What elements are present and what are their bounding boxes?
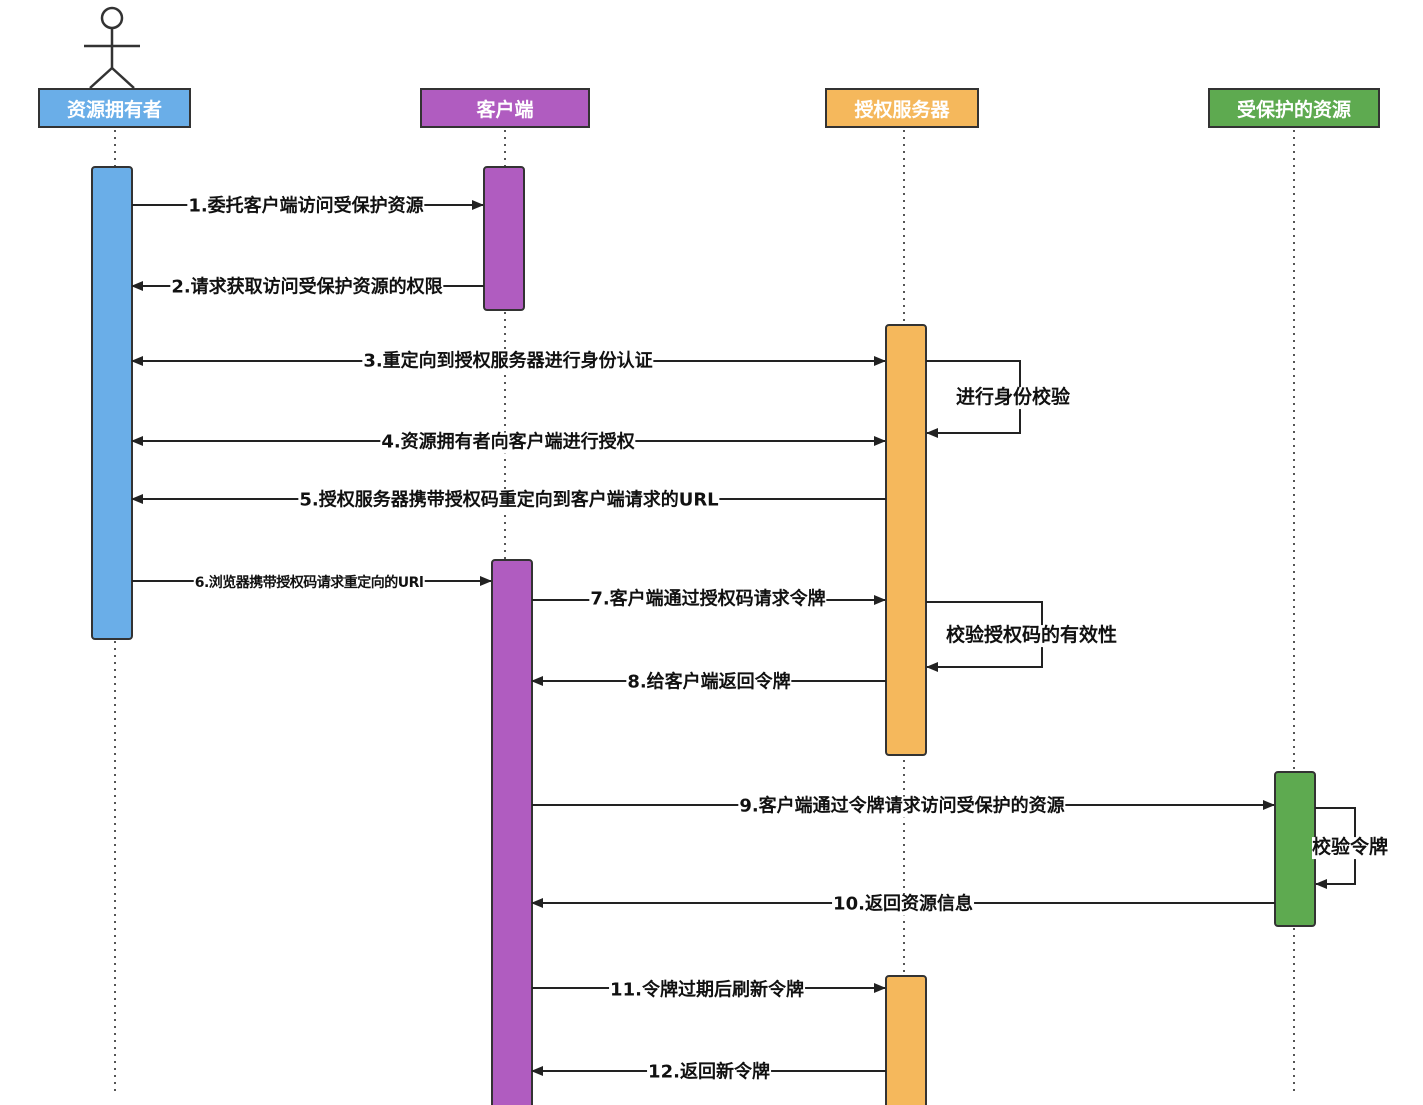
message-12-label: 12.返回新令牌	[647, 1061, 771, 1084]
message-11-label: 11.令牌过期后刷新令牌	[609, 979, 805, 1002]
message-1-label: 1.委托客户端访问受保护资源	[187, 195, 425, 218]
message-7-label: 7.客户端通过授权码请求令牌	[589, 588, 827, 611]
message-8-label: 8.给客户端返回令牌	[626, 671, 792, 694]
participant-authorization-server: 授权服务器	[825, 88, 979, 128]
activation-protected-resource	[1274, 771, 1316, 927]
activation-authorization-server-1	[885, 324, 927, 756]
message-10-label: 10.返回资源信息	[832, 893, 974, 916]
actor-figure-icon	[84, 6, 140, 89]
participant-client: 客户端	[420, 88, 590, 128]
self-note-token-validation: 校验令牌	[1312, 836, 1389, 859]
activation-client-1	[483, 166, 525, 311]
activation-client-2	[491, 559, 533, 1105]
self-note-code-validation: 校验授权码的有效性	[946, 624, 1118, 647]
activation-resource-owner	[91, 166, 133, 640]
participant-resource-owner: 资源拥有者	[38, 88, 191, 128]
participant-protected-resource: 受保护的资源	[1208, 88, 1380, 128]
activation-authorization-server-2	[885, 975, 927, 1105]
message-4-label: 4.资源拥有者向客户端进行授权	[380, 431, 636, 454]
message-5-label: 5.授权服务器携带授权码重定向到客户端请求的URL	[298, 489, 720, 512]
message-6-label: 6.浏览器携带授权码请求重定向的URl	[193, 574, 425, 592]
self-note-identity-check: 进行身份校验	[956, 386, 1071, 409]
message-9-label: 9.客户端通过令牌请求访问受保护的资源	[738, 795, 1066, 818]
message-3-label: 3.重定向到授权服务器进行身份认证	[362, 350, 654, 373]
message-2-label: 2.请求获取访问受保护资源的权限	[170, 276, 444, 299]
